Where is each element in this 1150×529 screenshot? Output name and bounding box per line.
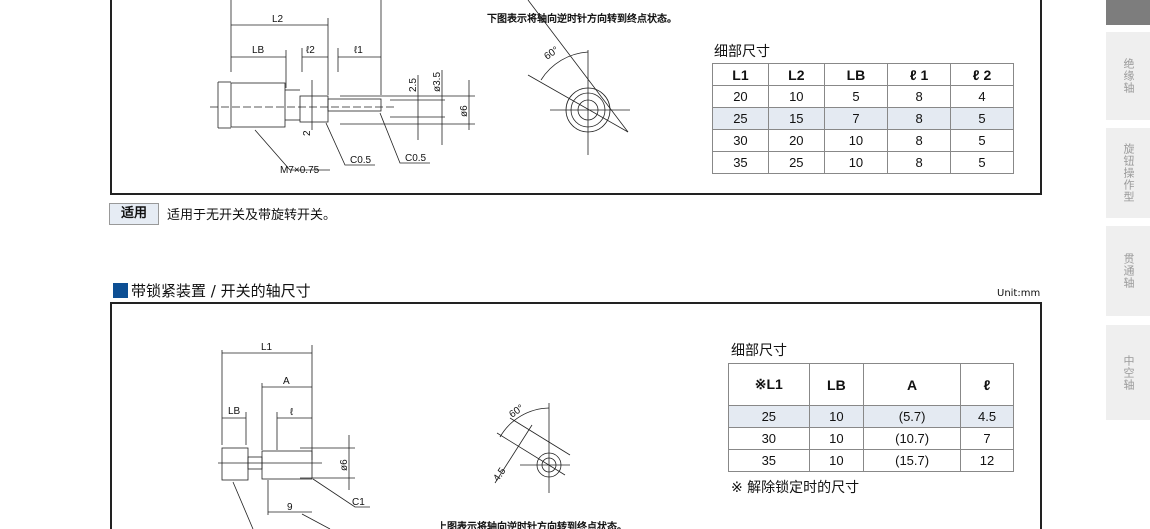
- label-LB: LB: [252, 45, 265, 56]
- cell: (5.7): [863, 405, 962, 428]
- label-l2: ℓ2: [306, 45, 315, 56]
- label-c05b: C0.5: [405, 153, 427, 164]
- label-LB-bottom: LB: [228, 406, 241, 417]
- table-header: L1: [712, 63, 769, 86]
- lock-release-note: ※ 解除锁定时的尺寸: [731, 480, 860, 496]
- side-tab-active[interactable]: [1106, 0, 1150, 25]
- section-marker-icon: [113, 283, 128, 298]
- cell: 10: [767, 85, 825, 108]
- cell: 4.5: [960, 405, 1014, 428]
- cell: 7: [823, 107, 889, 130]
- section-title: 带锁紧装置 / 开关的轴尺寸: [113, 280, 311, 301]
- apply-text: 适用于无开关及带旋转开关。: [167, 208, 337, 223]
- table-header: ℓ: [960, 363, 1014, 406]
- label-A: A: [283, 376, 290, 387]
- cell: 7: [960, 427, 1014, 450]
- cell: 5: [823, 85, 889, 108]
- bottom-rotation-note: 上图表示将轴向逆时针方向转到终点状态。: [437, 522, 627, 529]
- label-c1: C1: [352, 497, 365, 508]
- table-header: LB: [808, 363, 865, 406]
- top-rotation-note: 下图表示将轴向逆时针方向转到终点状态。: [487, 14, 677, 25]
- cell: 4: [950, 85, 1014, 108]
- top-shaft-drawing: [210, 0, 475, 171]
- bottom-shaft-drawing: [218, 345, 370, 529]
- bottom-table-title: 细部尺寸: [731, 343, 787, 359]
- table-header: L2: [767, 63, 825, 86]
- cell: 25: [767, 151, 825, 174]
- table-header: ℓ 2: [950, 63, 1014, 86]
- cell: 15: [767, 107, 825, 130]
- label-2-5: 2.5: [408, 78, 419, 92]
- apply-badge: 适用: [109, 203, 159, 225]
- cell: 12: [960, 449, 1014, 472]
- cell: 5: [950, 129, 1014, 152]
- label-d3-5: ø3.5: [432, 72, 443, 92]
- label-9: 9: [287, 502, 293, 513]
- cell: 35: [712, 151, 769, 174]
- cell: 10: [808, 405, 865, 428]
- side-tab-hollow-shaft[interactable]: 中空轴: [1106, 325, 1150, 420]
- side-tab-through-shaft[interactable]: 贯通轴: [1106, 226, 1150, 316]
- cell: 35: [728, 449, 810, 472]
- table-header: LB: [823, 63, 889, 86]
- label-L2: L2: [272, 14, 284, 25]
- table-header: ※L1: [728, 363, 810, 406]
- top-table-title: 细部尺寸: [714, 44, 770, 60]
- cell: 8: [887, 129, 952, 152]
- cell: 5: [950, 151, 1014, 174]
- cell: (15.7): [863, 449, 962, 472]
- bottom-rotation-diagram: [494, 403, 571, 493]
- cell: 30: [712, 129, 769, 152]
- cell: 25: [712, 107, 769, 130]
- cell: 5: [950, 107, 1014, 130]
- label-l1: ℓ1: [354, 45, 363, 56]
- label-2: 2: [302, 130, 313, 136]
- cell: 10: [808, 449, 865, 472]
- section-title-text: 带锁紧装置 / 开关的轴尺寸: [131, 282, 311, 300]
- label-thread: M7×0.75: [280, 165, 320, 176]
- label-d6-bottom: ø6: [339, 459, 350, 471]
- side-tab-insulated-shaft[interactable]: 绝缘轴: [1106, 32, 1150, 120]
- cell: 20: [767, 129, 825, 152]
- cell: 30: [728, 427, 810, 450]
- side-tab-knob-operated[interactable]: 旋钮操作型: [1106, 128, 1150, 218]
- table-header: ℓ 1: [887, 63, 952, 86]
- cell: 25: [728, 405, 810, 428]
- table-header: A: [863, 363, 962, 406]
- cell: 10: [823, 129, 889, 152]
- cell: 10: [808, 427, 865, 450]
- label-L1: L1: [261, 342, 273, 353]
- cell: (10.7): [863, 427, 962, 450]
- label-60deg-top: 60°: [542, 45, 561, 63]
- cell: 8: [887, 85, 952, 108]
- cell: 8: [887, 151, 952, 174]
- cell: 20: [712, 85, 769, 108]
- label-d6: ø6: [459, 105, 470, 117]
- cell: 10: [823, 151, 889, 174]
- cell: 8: [887, 107, 952, 130]
- unit-label: Unit:mm: [997, 288, 1041, 299]
- label-c05a: C0.5: [350, 155, 372, 166]
- label-l: ℓ: [290, 407, 294, 418]
- top-rotation-diagram: [527, 0, 630, 155]
